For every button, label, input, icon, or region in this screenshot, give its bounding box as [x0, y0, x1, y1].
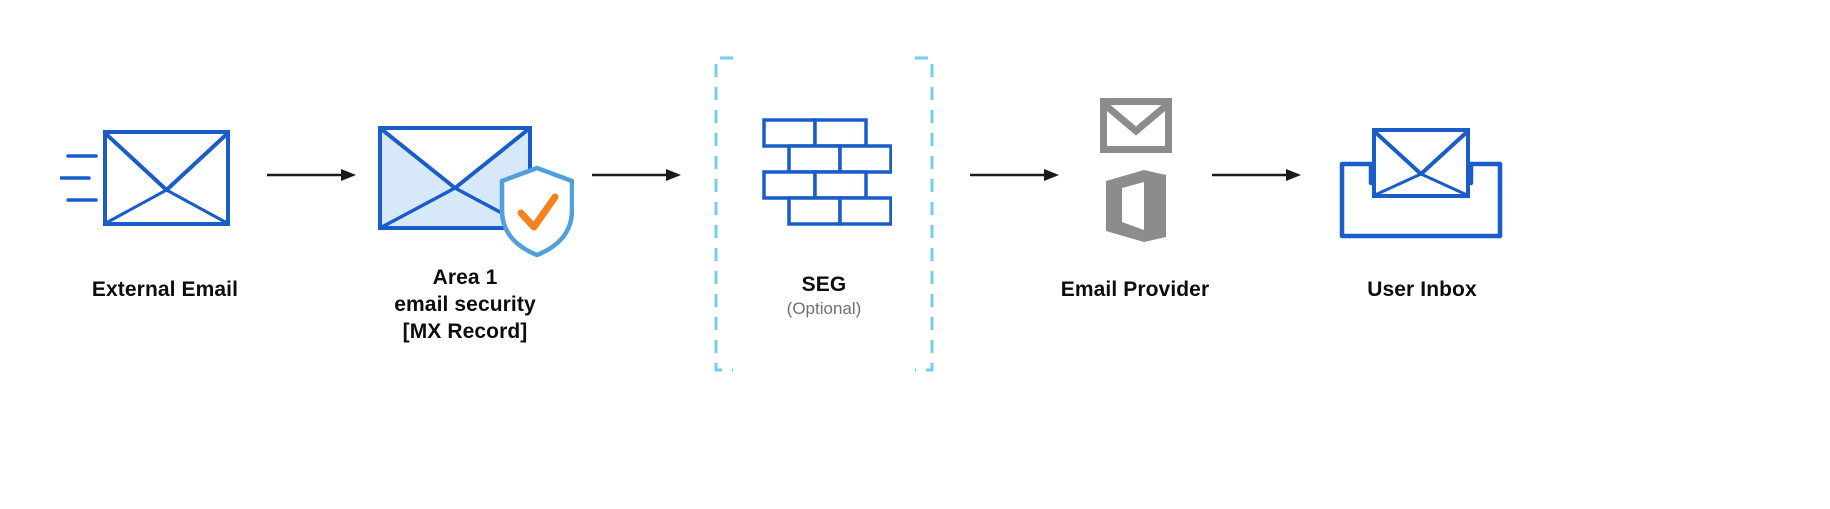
shield-icon [499, 165, 574, 258]
right-arrow-icon [970, 169, 1059, 181]
area1-label-line2: email security [394, 293, 536, 316]
envelope-icon [1372, 128, 1470, 198]
gmail-icon [1100, 98, 1172, 153]
right-arrow-icon [1212, 169, 1301, 181]
envelope-icon [103, 130, 230, 226]
seg-brick-wall-icon [762, 118, 892, 226]
area1-label-line3: [MX Record] [402, 320, 528, 343]
speed-lines-icon [60, 154, 98, 202]
office-icon [1106, 170, 1166, 242]
area1-envelope-shield-icon [378, 126, 574, 258]
right-arrow-icon [267, 169, 356, 181]
seg-optional-label: (Optional) [786, 299, 862, 318]
external-email-envelope-icon [60, 130, 230, 226]
right-arrow-icon [592, 169, 681, 181]
external-email-label: External Email [91, 278, 239, 301]
checkmark-icon [517, 193, 559, 231]
user-inbox-icon [1339, 128, 1503, 239]
dashed-optional-bracket [714, 56, 934, 372]
email-provider-label: Email Provider [1060, 278, 1210, 301]
inbox-tray-icon [1339, 161, 1503, 239]
seg-label: SEG [801, 273, 847, 296]
area1-label: Area 1 email security [MX Record] [350, 264, 580, 345]
user-inbox-label: User Inbox [1367, 278, 1477, 301]
area1-label-line1: Area 1 [432, 266, 498, 289]
